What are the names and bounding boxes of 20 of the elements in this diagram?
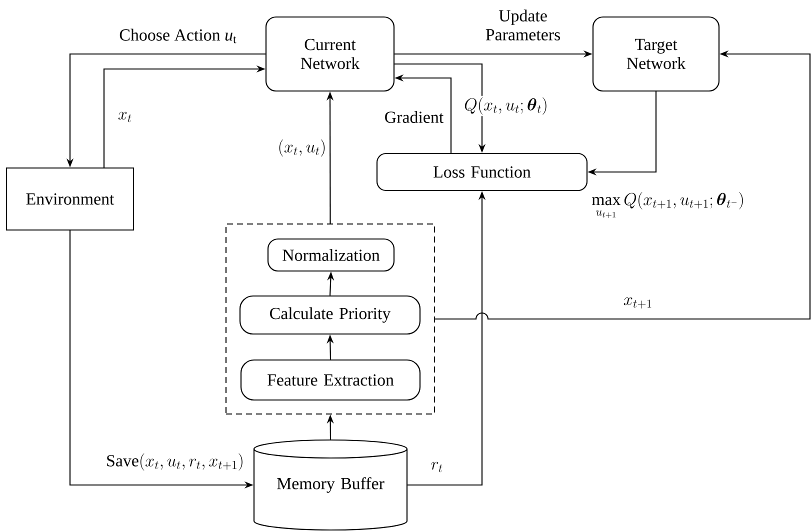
edge-label: $x_{t+1}$ — [622, 296, 654, 310]
edge-label: $\mathrm{Save}(x_t,u_t,r_t,x_{t+1})$ — [104, 452, 246, 472]
process-box: Feature Extraction — [240, 359, 421, 401]
cylinder: Memory Buffer — [253, 439, 408, 531]
edge-label: $Q(x_t,u_t;\boldsymbol{\theta}_t)$ — [462, 96, 550, 116]
edge-label: Update Parameters — [476, 8, 570, 42]
process-box: Calculate Priority — [239, 295, 421, 335]
edge-label: $x_t$ — [116, 110, 134, 124]
network-box: Target Network — [592, 16, 720, 92]
edge-label: Gradient — [382, 110, 446, 124]
node-label: Memory Buffer — [277, 477, 384, 493]
edge-label: $\max\limits_{u_{t+1}} Q(x_{t+1},u_{t+1};\boldsymbol{\theta}_{t^{-}})$ — [590, 190, 746, 222]
process-box: Normalization — [267, 238, 395, 272]
edge-label: Choose Action u$_{t}$ — [118, 27, 238, 45]
network-box: Current Network — [265, 16, 395, 92]
dashed-group-box — [225, 223, 436, 415]
process-box: Loss Function — [376, 152, 588, 192]
edge-label: $(x_t,u_t)$ — [276, 138, 328, 158]
process-box: Environment — [6, 167, 134, 231]
edge-label: $r_t$ — [429, 460, 445, 474]
